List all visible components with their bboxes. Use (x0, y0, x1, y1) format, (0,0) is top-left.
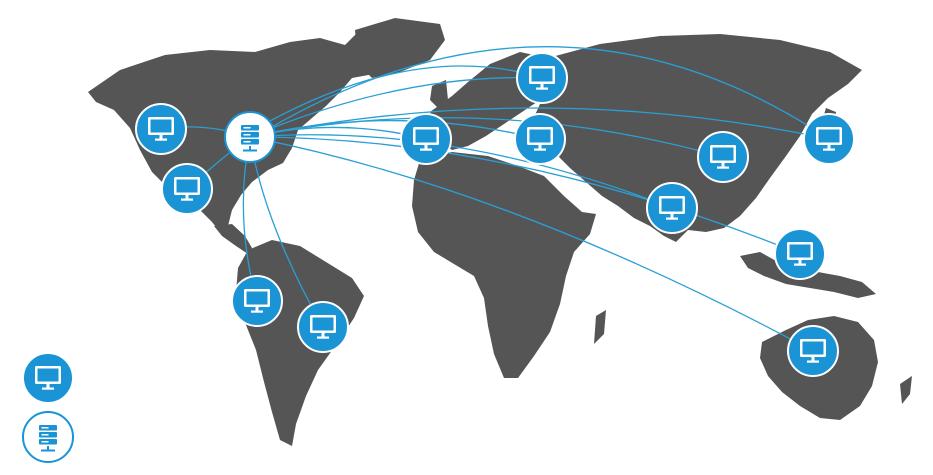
client-node-western-europe[interactable] (400, 113, 452, 165)
monitor-icon (413, 127, 439, 151)
link-southeast-asia (249, 136, 801, 255)
monitor-icon (787, 242, 813, 266)
central-america-landmass (214, 224, 252, 254)
africa-landmass (412, 152, 596, 378)
link-japan (249, 107, 830, 140)
client-node-mexico[interactable] (161, 163, 213, 215)
arc-north-japan (269, 46, 830, 140)
monitor-icon (244, 289, 270, 313)
server-hub[interactable] (224, 111, 276, 163)
client-node-australia[interactable] (787, 325, 839, 377)
link-australia (249, 136, 814, 352)
uk-landmass (430, 80, 448, 108)
monitor-icon (527, 127, 553, 151)
link-scandinavia (249, 76, 543, 138)
legend-item-server (22, 411, 74, 463)
server-icon (241, 125, 259, 152)
client-node-south-america-west[interactable] (231, 275, 283, 327)
arc-north-scandinavia (267, 65, 543, 123)
link-india (249, 134, 673, 209)
client-node-north-america-west[interactable] (135, 103, 187, 155)
client-node-eastern-europe[interactable] (514, 113, 566, 165)
client-node-china[interactable] (697, 131, 749, 183)
client-node-brazil[interactable] (297, 301, 349, 353)
monitor-icon (710, 145, 736, 169)
monitor-icon (148, 117, 174, 141)
new-zealand-landmass (900, 376, 912, 404)
client-node-southeast-asia[interactable] (774, 228, 826, 280)
monitor-icon (800, 339, 826, 363)
monitor-icon (310, 315, 336, 339)
monitor-icon (816, 127, 842, 151)
server-hub-node (224, 111, 276, 163)
south-america-landmass (236, 240, 364, 446)
monitor-icon (174, 177, 200, 201)
client-node-india[interactable] (646, 182, 698, 234)
greenland-landmass (355, 18, 445, 78)
monitor-icon (529, 66, 555, 90)
client-node-scandinavia[interactable] (516, 52, 568, 104)
legend (22, 352, 74, 463)
monitor-icon (35, 366, 61, 390)
server-icon (39, 425, 57, 452)
client-node-japan[interactable] (803, 113, 855, 165)
link-china (249, 117, 724, 158)
legend-item-monitor (22, 352, 74, 404)
madagascar-landmass (594, 310, 606, 344)
client-nodes (135, 52, 855, 377)
monitor-icon (659, 196, 685, 220)
